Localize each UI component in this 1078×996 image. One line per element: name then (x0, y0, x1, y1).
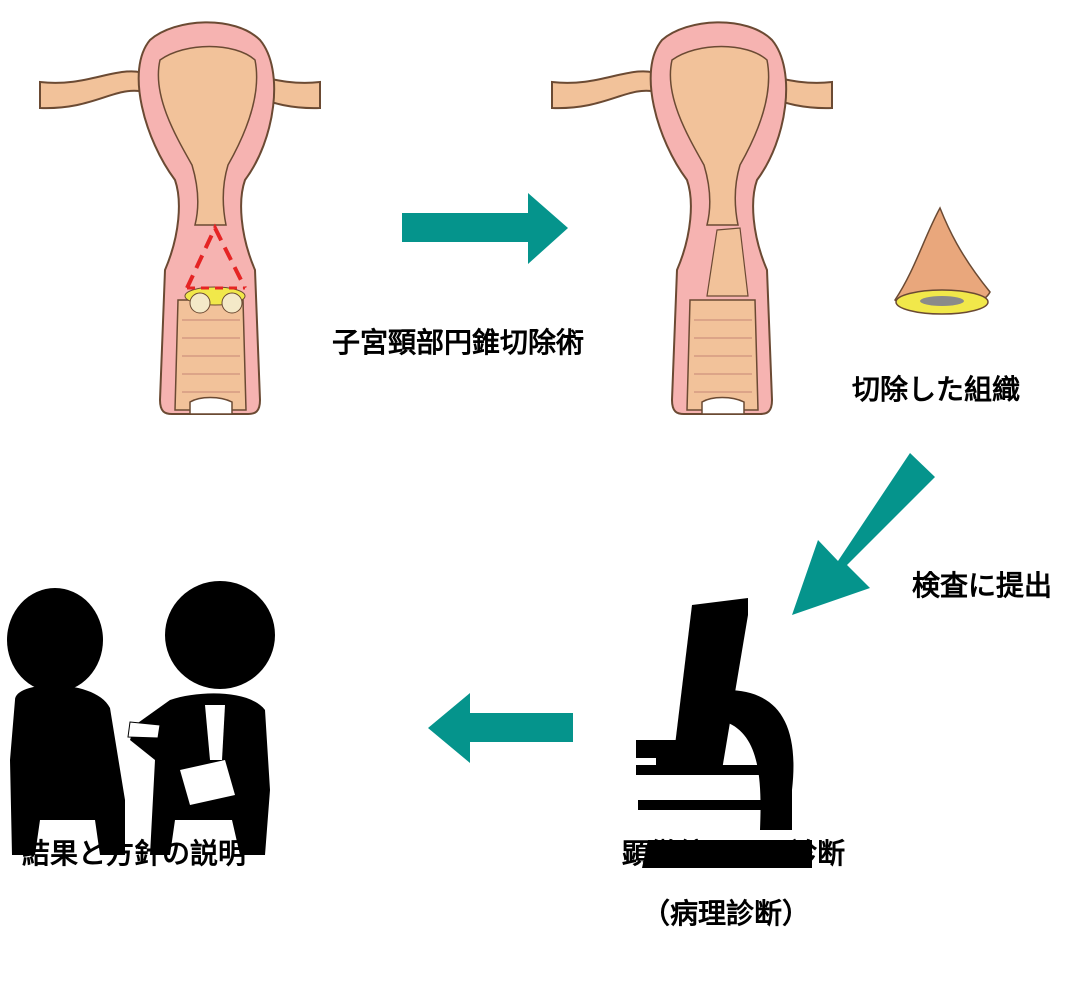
uterus-with-cone-outline-icon (40, 22, 320, 414)
microscope-step-sublabel: （病理診断） (642, 900, 810, 928)
tissue-step-label: 切除した組織 (852, 376, 1020, 404)
microscope-step-label: 顕微鏡による診断 (622, 840, 845, 868)
submit-step-label: 検査に提出 (912, 572, 1052, 600)
surgery-step-label: 子宮頸部円錐切除術 (332, 329, 584, 357)
uterus-after-cone-excision-icon (552, 22, 832, 414)
doctor-patient-consultation-icon (7, 581, 275, 855)
explanation-step-label: 結果と方針の説明 (22, 840, 246, 868)
arrow-left-icon (428, 693, 573, 763)
arrow-right-icon (402, 193, 568, 264)
excised-cone-tissue-icon (895, 208, 990, 314)
microscope-icon (636, 598, 812, 868)
